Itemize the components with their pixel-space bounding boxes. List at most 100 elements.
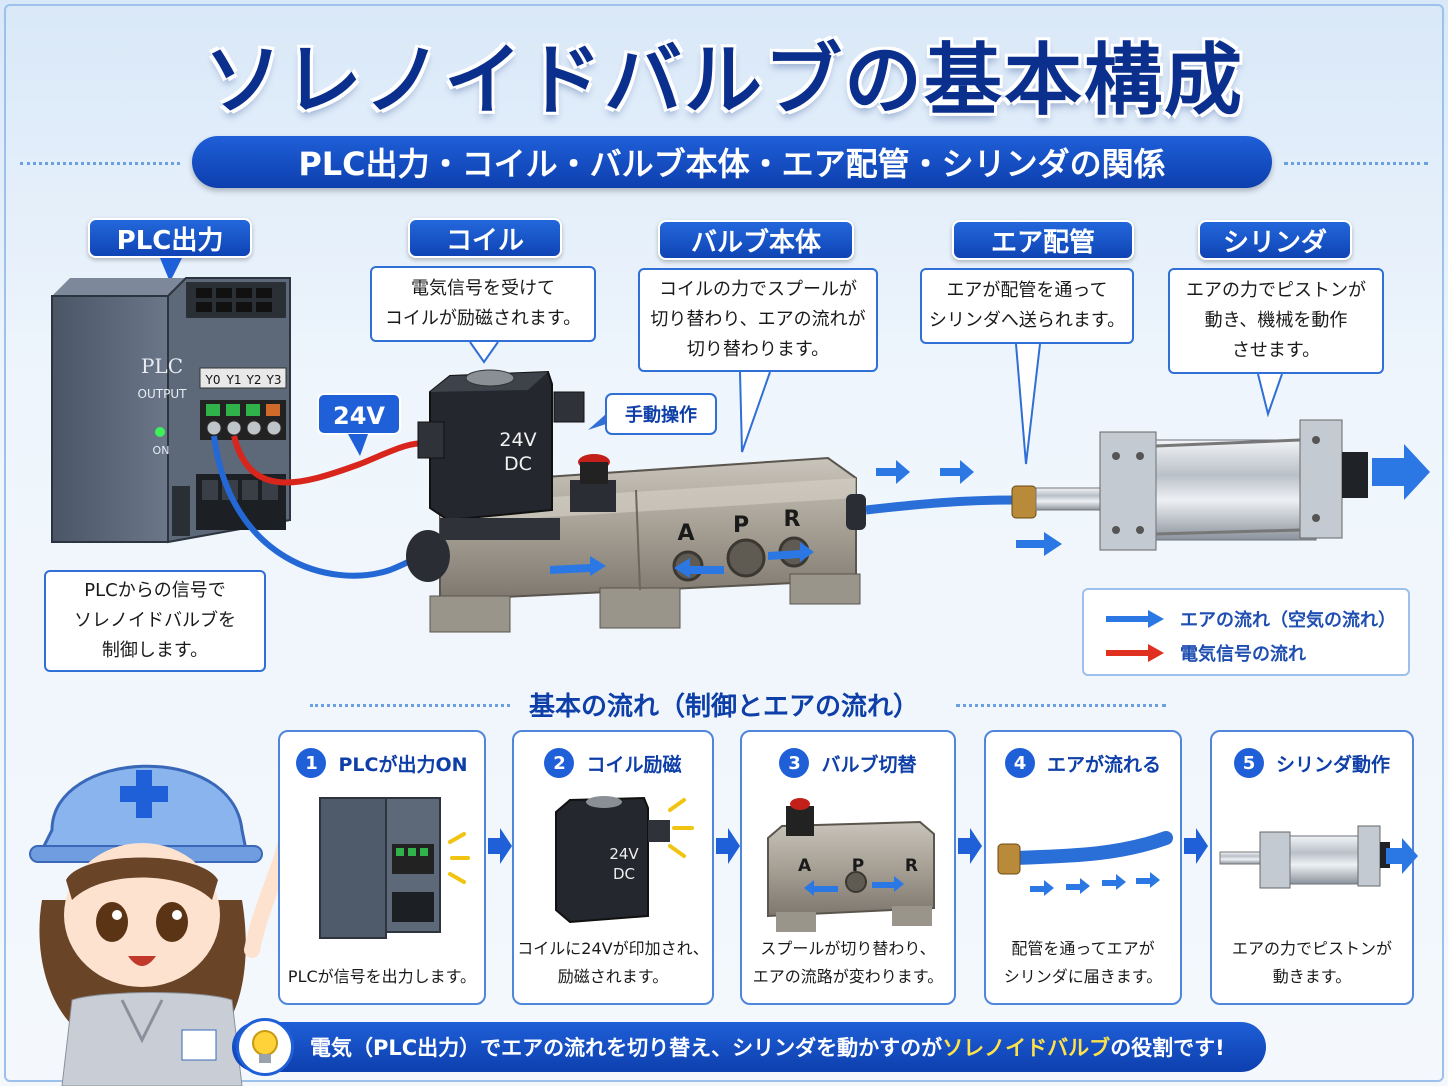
divider-right xyxy=(1284,162,1428,165)
step-title: PLCが出力ON xyxy=(338,753,468,776)
step-coil-line: DC xyxy=(612,865,636,883)
port-label-r: R xyxy=(784,507,801,532)
coil-device xyxy=(417,369,616,540)
main-diagram: PLC OUTPUT ON Y0 Y1 Y2 Y3 A P R 24V DC xyxy=(51,258,1430,633)
step-card-3: 3 バルブ切替 A P R スプールが切り替わり、 エアの流路が変わります。 xyxy=(740,730,956,1005)
bubble-cylinder-line: 動き、機械を動作 xyxy=(1204,310,1348,331)
label-valve: バルブ本体 xyxy=(658,220,854,260)
step-title: シリンダ動作 xyxy=(1275,753,1390,776)
step-port-label: A xyxy=(798,856,812,876)
cylinder-output-arrow xyxy=(1372,444,1430,500)
bubble-valve: コイルの力でスプールが 切り替わり、エアの流れが 切り替わります。 xyxy=(638,268,878,372)
bubble-valve-line: 切り替わり、エアの流れが xyxy=(650,309,866,330)
legend-signal-label: 電気信号の流れ xyxy=(1180,644,1306,665)
helmet-cross-icon xyxy=(120,770,168,818)
tail-coil xyxy=(469,341,499,364)
step-head: 2 コイル励磁 xyxy=(514,748,712,778)
label-coil: コイル xyxy=(408,218,562,258)
step-head: 3 バルブ切替 xyxy=(742,748,954,778)
page-frame xyxy=(4,4,1444,1082)
bubble-coil: 電気信号を受けて コイルが励磁されます。 xyxy=(370,266,596,342)
step-valve-ports: A P R xyxy=(798,856,918,876)
name-badge xyxy=(181,1029,217,1061)
step-card-5: 5 シリンダ動作 エアの力でピストンが 動きます。 xyxy=(1210,730,1418,1005)
label-pipe: エア配管 xyxy=(952,220,1134,260)
air-arrow-icon xyxy=(876,460,910,484)
step-port-label: P xyxy=(851,856,865,876)
step-arrow-icon xyxy=(958,828,982,864)
plc-device xyxy=(51,277,291,544)
air-arrow-icon xyxy=(550,556,606,576)
flow-divider-left xyxy=(310,704,510,707)
subtitle-banner: PLC出力・コイル・バルブ本体・エア配管・シリンダの関係 xyxy=(192,136,1272,188)
bubble-pipe-line: エアが配管を通って xyxy=(946,280,1108,301)
bubble-valve-line: コイルの力でスプールが xyxy=(659,279,857,300)
step-arrow-icon xyxy=(1184,828,1208,864)
plc-on-text: ON xyxy=(153,444,170,457)
step-card-1: 1 PLCが出力ON PLCが信号を出力します。 xyxy=(278,730,486,1005)
air-pipe xyxy=(865,495,1017,515)
step-desc: PLCが信号を出力します。 xyxy=(280,963,484,991)
step-card-4: 4 エアが流れる 配管を通ってエアが シリンダに届きます。 xyxy=(984,730,1182,1005)
step-port-label: R xyxy=(904,856,918,876)
step-desc-line: コイルに24Vが印加され、 xyxy=(517,939,709,958)
legend: エアの流れ（空気の流れ） 電気信号の流れ xyxy=(1082,588,1410,676)
step-cylinder-arrow-icon xyxy=(1386,838,1418,874)
bubble-pipe: エアが配管を通って シリンダへ送られます。 xyxy=(920,268,1134,344)
plc-name: PLC xyxy=(141,354,183,378)
port-label-p: P xyxy=(733,513,749,538)
step-desc: コイルに24Vが印加され、 励磁されます。 xyxy=(514,935,712,991)
bubble-pipe-line: シリンダへ送られます。 xyxy=(928,310,1126,331)
bubble-plc-line: PLCからの信号で xyxy=(84,580,226,601)
bubble-plc-line: ソレノイドバルブを xyxy=(74,610,236,631)
bubble-plc: PLCからの信号で ソレノイドバルブを 制御します。 xyxy=(44,570,266,672)
step-desc: スプールが切り替わり、 エアの流路が変わります。 xyxy=(742,935,954,991)
summary-highlight: ソレノイドバルブ xyxy=(942,1036,1111,1060)
tail-cylinder xyxy=(1257,373,1283,418)
label-cylinder: シリンダ xyxy=(1198,220,1352,260)
step-card-2: 2 コイル励磁 24V DC コイルに24Vが印加され、 励磁されます。 xyxy=(512,730,714,1005)
step-desc-line: 動きます。 xyxy=(1272,967,1352,986)
label-plc: PLC出力 xyxy=(88,218,252,258)
port-label-a: A xyxy=(677,521,694,546)
bubble-valve-line: 切り替わります。 xyxy=(686,339,830,360)
step-desc-line: スプールが切り替わり、 xyxy=(760,939,936,958)
step-desc-line: エアの力でピストンが xyxy=(1231,939,1392,958)
step-desc-line: 配管を通ってエアが xyxy=(1011,939,1155,958)
step-coil-line: 24V xyxy=(609,845,639,863)
voltage-tag: 24V xyxy=(333,402,385,430)
step-number: 3 xyxy=(779,748,810,778)
manual-tag: 手動操作 xyxy=(625,404,697,426)
lightbulb-icon xyxy=(236,1018,294,1076)
air-arrow-icon xyxy=(940,460,974,484)
terminal-label: Y2 xyxy=(246,373,262,387)
flow-divider-right xyxy=(956,704,1166,707)
step-desc-line: エアの流路が変わります。 xyxy=(752,967,944,986)
step-desc: エアの力でピストンが 動きます。 xyxy=(1212,935,1412,991)
step-coil-text: 24V DC xyxy=(594,844,654,884)
tail-pipe xyxy=(1015,343,1041,465)
air-arrow-icon xyxy=(674,558,724,578)
step-cylinder-icon xyxy=(1219,825,1390,889)
step-head: 1 PLCが出力ON xyxy=(280,748,484,778)
step-title: エアが流れる xyxy=(1046,753,1161,776)
bubble-cylinder-line: エアの力でピストンが xyxy=(1186,280,1366,301)
step-coil-icon xyxy=(555,796,694,924)
step-desc-line: 励磁されます。 xyxy=(557,967,669,986)
legend-air-row: エアの流れ（空気の流れ） xyxy=(1104,606,1396,632)
step-number: 4 xyxy=(1004,748,1035,778)
pipe-fitting xyxy=(1011,485,1037,519)
page-title: ソレノイドバルブの基本構成 xyxy=(203,36,1244,126)
signal-wire xyxy=(231,435,433,486)
flow-title: 基本の流れ（制御とエアの流れ） xyxy=(528,692,919,722)
step-plc-icon xyxy=(319,797,470,939)
step-number: 1 xyxy=(296,748,327,778)
legend-air-arrow-icon xyxy=(1106,610,1164,628)
step-desc-line: PLCが信号を出力します。 xyxy=(287,967,477,986)
air-arrow-icon xyxy=(768,542,814,562)
step-desc-line: シリンダに届きます。 xyxy=(1003,967,1163,986)
tail-plc xyxy=(160,258,182,282)
divider-left xyxy=(20,162,180,165)
terminal-label: Y0 xyxy=(205,373,221,387)
step-valve-icon xyxy=(767,798,935,932)
